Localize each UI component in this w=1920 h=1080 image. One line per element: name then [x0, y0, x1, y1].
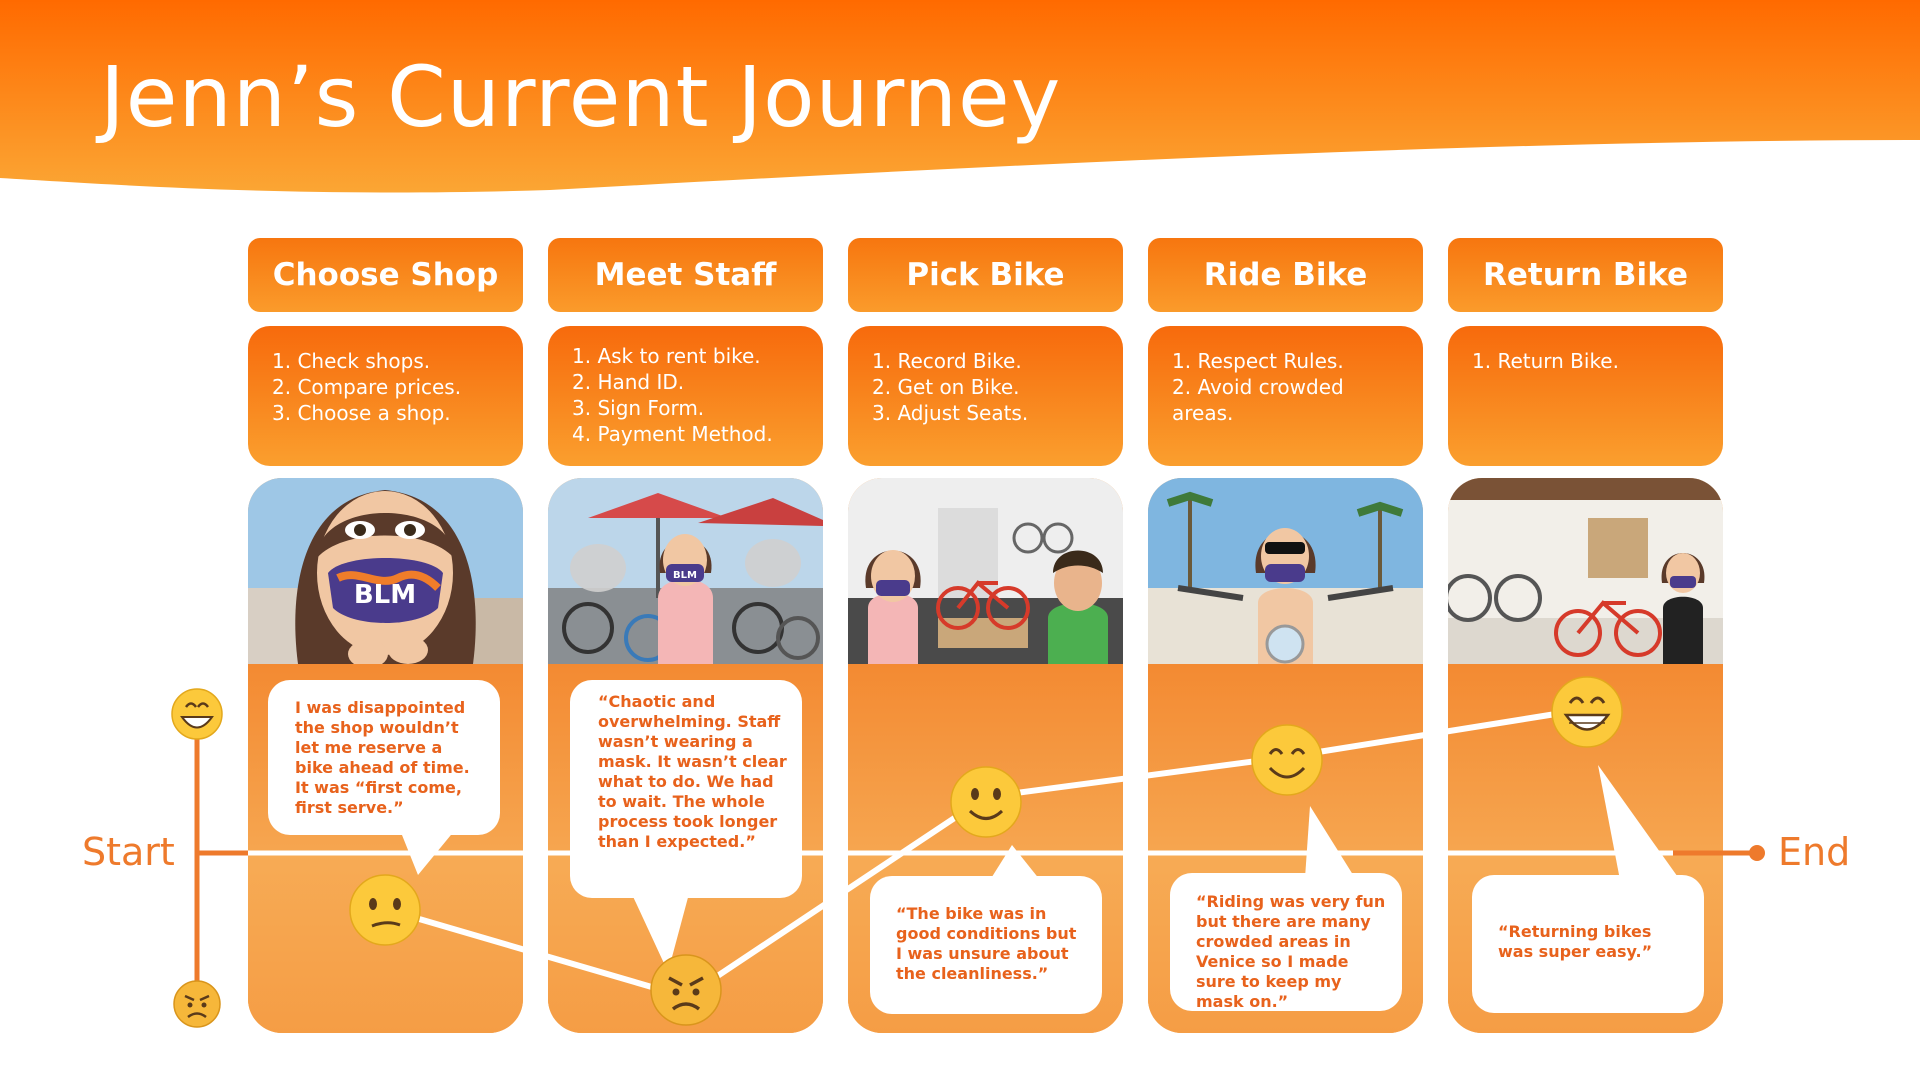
grinning-emoji: [171, 688, 223, 740]
stage-steps-return-bike: 1. Return Bike.: [1448, 326, 1723, 466]
bitmoji-returning-bike-image: [1448, 478, 1723, 664]
stage-header-meet-staff: Meet Staff: [548, 238, 823, 312]
quote-bubble-ride-bike: [1170, 806, 1402, 1011]
step-item: 3. Sign Form.: [572, 396, 705, 420]
bitmoji-riding-bike-image: [1148, 478, 1423, 664]
step-item: 1. Record Bike.: [872, 349, 1022, 373]
axis-end-label: End: [1778, 830, 1851, 874]
quote-bubble-return-bike: [1472, 765, 1704, 1013]
step-item: 3. Choose a shop.: [272, 401, 451, 425]
step-item: 3. Adjust Seats.: [872, 401, 1029, 425]
step-item: 2. Hand ID.: [572, 370, 685, 394]
step-item: 2. Avoid crowded areas.: [1172, 375, 1344, 425]
stage-header-return-bike: Return Bike: [1448, 238, 1723, 312]
angry-emoji: [173, 980, 221, 1028]
step-item: 2. Compare prices.: [272, 375, 462, 399]
quote-text-return-bike: “Returning bikes was super easy.”: [1498, 922, 1653, 961]
grinning-emoji: [1551, 676, 1623, 748]
quote-text-ride-bike: “Riding was very fun but there are many …: [1196, 892, 1386, 1011]
svg-text:BLM: BLM: [673, 570, 697, 581]
stage-header-ride-bike: Ride Bike: [1148, 238, 1423, 312]
svg-text:BLM: BLM: [354, 580, 416, 610]
stage-steps-meet-staff: 1. Ask to rent bike. 2. Hand ID. 3. Sign…: [548, 326, 823, 466]
step-item: 1. Ask to rent bike.: [572, 344, 761, 368]
quote-bubble-meet-staff: [570, 680, 802, 972]
step-item: 1. Check shops.: [272, 349, 431, 373]
step-item: 1. Return Bike.: [1472, 349, 1619, 373]
emotion-scale-axis: [194, 710, 1765, 1004]
step-item: 4. Payment Method.: [572, 422, 773, 446]
quote-bubble-choose-shop: [268, 680, 500, 875]
axis-start-label: Start: [82, 830, 175, 874]
bitmoji-picking-bike-image: [848, 478, 1123, 664]
angry-emoji: [650, 954, 722, 1026]
step-item: 2. Get on Bike.: [872, 375, 1020, 399]
quote-bubble-pick-bike: [870, 845, 1102, 1014]
bitmoji-at-bike-shop-image: BLM: [548, 478, 823, 664]
quote-text-pick-bike: “The bike was in good conditions but I w…: [896, 904, 1077, 983]
smiling-emoji: [1251, 724, 1323, 796]
quote-text-choose-shop: I was disappointed the shop wouldn’t let…: [295, 698, 470, 817]
stage-steps-choose-shop: 1. Check shops. 2. Compare prices. 3. Ch…: [248, 326, 523, 466]
header-band: [0, 0, 1920, 193]
step-item: 1. Respect Rules.: [1172, 349, 1344, 373]
slight-smile-emoji: [950, 766, 1022, 838]
stage-header-choose-shop: Choose Shop: [248, 238, 523, 312]
stage-steps-ride-bike: 1. Respect Rules. 2. Avoid crowded areas…: [1148, 326, 1423, 466]
confused-emoji: [349, 874, 421, 946]
stage-steps-pick-bike: 1. Record Bike. 2. Get on Bike. 3. Adjus…: [848, 326, 1123, 466]
bitmoji-masked-disappointed-image: BLM: [248, 478, 523, 664]
stage-header-pick-bike: Pick Bike: [848, 238, 1123, 312]
quote-text-meet-staff: “Chaotic and overwhelming. Staff wasn’t …: [598, 692, 787, 851]
page-title: Jenn’s Current Journey: [100, 48, 1062, 146]
